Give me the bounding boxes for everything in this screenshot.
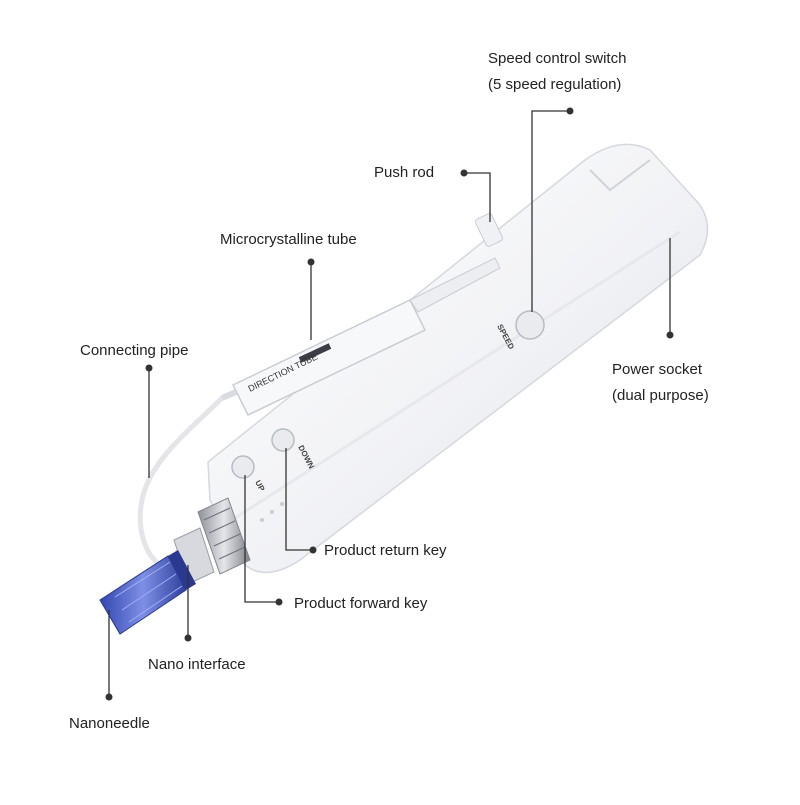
dot-speed xyxy=(566,107,574,115)
nanoneedle-cartridge xyxy=(99,550,196,635)
label-speed-switch: Speed control switch (5 speed regulation… xyxy=(488,46,626,98)
leader-forward xyxy=(244,475,279,603)
leader-speed xyxy=(531,110,570,312)
dot-power xyxy=(666,331,674,339)
dot-return xyxy=(309,546,317,554)
label-product-forward-key: Product forward key xyxy=(294,595,428,612)
label-product-return-key: Product return key xyxy=(324,542,447,559)
leader-lines xyxy=(108,110,671,697)
dot-nanoneedle xyxy=(105,693,113,701)
dot-push-rod xyxy=(460,169,468,177)
label-speed-switch-line2: (5 speed regulation) xyxy=(488,76,622,93)
dot-forward xyxy=(275,598,283,606)
leader-dots xyxy=(105,107,674,701)
connecting-pipe-tube xyxy=(137,395,225,568)
label-power-socket: Power socket (dual purpose) xyxy=(612,357,709,409)
label-connecting-pipe: Connecting pipe xyxy=(80,342,189,359)
label-microcrystalline-tube: Microcrystalline tube xyxy=(220,231,357,248)
device-body xyxy=(207,143,709,574)
dot-tube xyxy=(307,258,315,266)
label-nano-interface: Nano interface xyxy=(148,656,246,673)
label-nanoneedle: Nanoneedle xyxy=(69,715,150,732)
label-power-socket-line1: Power socket xyxy=(612,361,703,378)
dot-interface xyxy=(184,634,192,642)
leader-push-rod xyxy=(464,172,491,222)
leader-return xyxy=(285,448,313,551)
label-speed-switch-line1: Speed control switch xyxy=(488,50,627,67)
label-push-rod: Push rod xyxy=(374,164,435,181)
label-power-socket-line2: (dual purpose) xyxy=(612,387,709,404)
dot-pipe xyxy=(145,364,153,372)
syringe: DIRECTION TUBE xyxy=(220,213,504,416)
